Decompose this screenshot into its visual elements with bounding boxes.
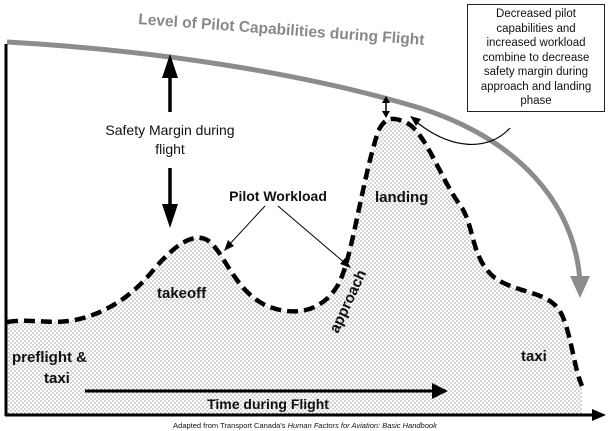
pilot-workload-label: Pilot Workload xyxy=(229,188,327,204)
safety-arrow-down-head xyxy=(162,204,178,228)
capability-curve xyxy=(6,39,583,283)
phase-label-taxi: taxi xyxy=(521,348,547,365)
callout-pointer xyxy=(413,119,511,146)
callout-pointer-head xyxy=(410,116,421,126)
workload-pointer-right xyxy=(277,205,347,265)
workload-area xyxy=(7,118,582,414)
source-caption-title: Human Factors for Aviation: Basic Handbo… xyxy=(288,421,438,430)
phase-label-takeoff: takeoff xyxy=(157,285,207,302)
time-axis-label: Time during Flight xyxy=(207,396,329,412)
source-caption-prefix: Adapted from Transport Canada's xyxy=(173,421,287,430)
phase-label-landing: landing xyxy=(375,189,428,206)
diagram-title: Level of Pilot Capabilities during Fligh… xyxy=(138,11,425,49)
safety-margin-label-line2: flight xyxy=(155,141,185,157)
source-caption: Adapted from Transport Canada's Human Fa… xyxy=(173,421,438,430)
margin-double-arrow-bottom xyxy=(382,111,390,118)
workload-line xyxy=(6,116,585,387)
callout-note-text: Decreased pilot capabilities and increas… xyxy=(480,8,592,108)
safety-margin-label-line1: Safety Margin during xyxy=(105,122,234,138)
workload-pointer-left xyxy=(227,205,266,247)
time-arrowhead xyxy=(432,383,448,399)
workload-pointer-left-head xyxy=(224,240,234,251)
capability-arrowhead xyxy=(570,276,590,298)
x-axis-arrowhead xyxy=(592,409,606,421)
phase-label-preflight-line1: preflight & xyxy=(12,349,87,366)
phase-label-preflight-line2: taxi xyxy=(44,370,70,387)
workload-pointer-right-head xyxy=(340,258,351,268)
safety-arrow-up-head xyxy=(162,54,178,78)
callout-note-box: Decreased pilot capabilities and increas… xyxy=(467,4,605,112)
margin-double-arrow-top xyxy=(382,96,390,103)
